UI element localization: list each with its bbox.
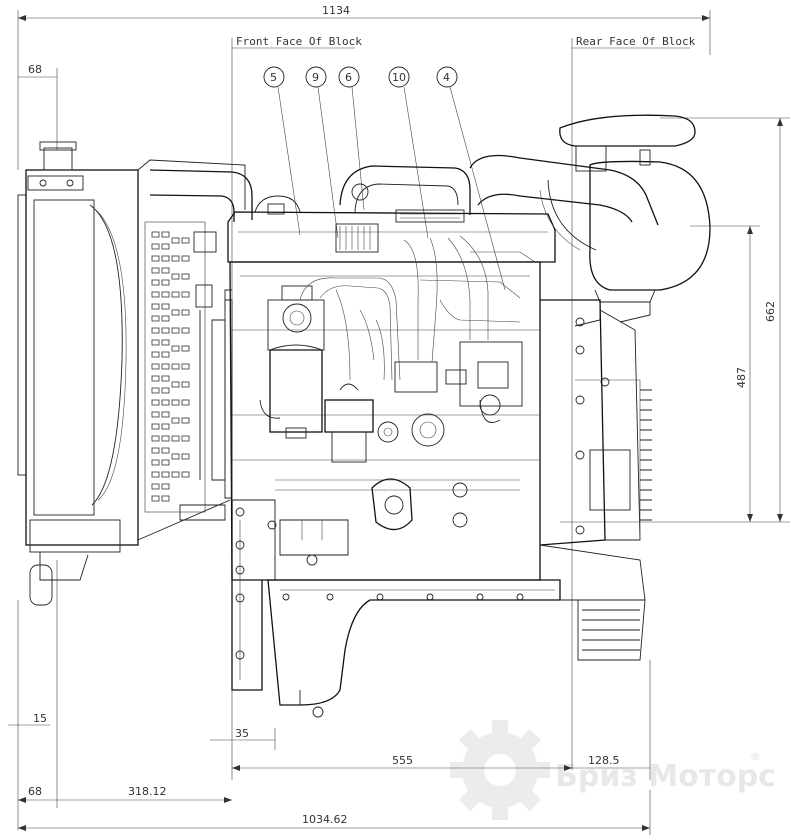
callout-6: 6 xyxy=(338,66,365,211)
air-pipe xyxy=(469,154,659,251)
dim-front-to-left: 318.12 xyxy=(128,785,167,798)
svg-text:5: 5 xyxy=(270,71,277,84)
front-face-label: Front Face Of Block xyxy=(236,35,362,48)
dim-rear-offset: 128.5 xyxy=(588,754,620,767)
dim-block-length: 555 xyxy=(392,754,413,767)
engine-block xyxy=(211,261,541,581)
oil-filter xyxy=(267,285,325,439)
fuel-pump xyxy=(324,341,523,463)
watermark-text: Бриз Моторс xyxy=(555,759,776,794)
cylinder-head xyxy=(227,195,556,263)
callout-5: 5 xyxy=(263,66,301,236)
dim-overall-bottom: 1034.62 xyxy=(302,813,348,826)
lower-front xyxy=(231,478,468,691)
radiator-grille xyxy=(144,221,206,513)
svg-text:4: 4 xyxy=(443,71,450,84)
rear-ribs xyxy=(577,389,652,661)
watermark-registered: ® xyxy=(750,750,761,763)
dim-front-offset: 35 xyxy=(235,727,249,740)
dimension-arrows xyxy=(18,15,783,831)
svg-text:6: 6 xyxy=(345,71,352,84)
gear-icon xyxy=(450,720,550,820)
dimension-lines xyxy=(8,10,790,835)
dim-left-bottom: 68 xyxy=(28,785,42,798)
callout-10: 10 xyxy=(388,66,429,239)
coolant-hose xyxy=(149,169,253,253)
front-bracket xyxy=(179,284,232,521)
svg-text:9: 9 xyxy=(312,71,319,84)
watermark: Бриз Моторс ® xyxy=(450,720,776,820)
dim-height-partial: 487 xyxy=(735,367,748,388)
flywheel-housing xyxy=(539,299,646,601)
intake-pipe xyxy=(339,165,471,223)
callout-4: 4 xyxy=(436,66,506,291)
svg-text:10: 10 xyxy=(392,71,406,84)
fuel-lines xyxy=(299,235,536,381)
radiator xyxy=(17,141,246,606)
dimension-labels: 1134 68 662 487 15 35 555 128.5 68 318.1… xyxy=(28,4,777,826)
dim-height-total: 662 xyxy=(764,301,777,322)
dim-overall-top: 1134 xyxy=(322,4,350,17)
dim-left-top: 68 xyxy=(28,63,42,76)
oil-sump xyxy=(267,579,561,718)
dim-left-small: 15 xyxy=(33,712,47,725)
air-filter xyxy=(559,114,711,327)
rear-face-label: Rear Face Of Block xyxy=(576,35,696,48)
